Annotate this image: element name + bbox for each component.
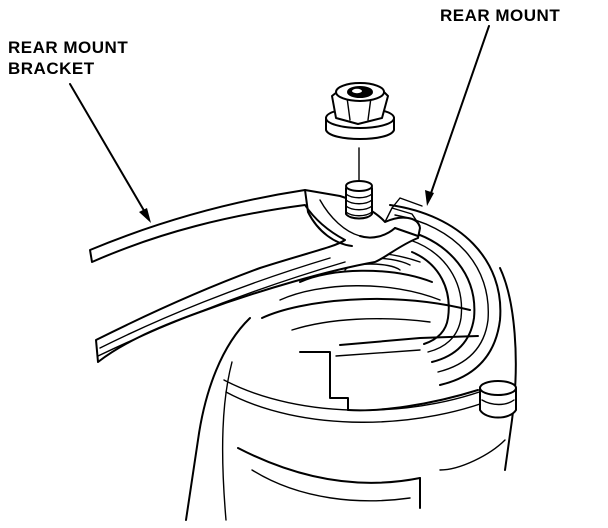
threaded-stud	[345, 147, 373, 220]
leader-rear-mount	[425, 25, 490, 206]
flange-nut	[325, 82, 395, 140]
rear-mount-label: REAR MOUNT	[440, 6, 561, 25]
mount-housing	[185, 267, 517, 521]
side-boss	[479, 380, 517, 419]
rear-mount-bracket-label-line2: BRACKET	[8, 59, 95, 78]
rear-mount-bracket-label: REAR MOUNT BRACKET	[8, 37, 128, 79]
rear-mount-bracket-shape	[89, 189, 423, 363]
rear-mount-bracket-label-line1: REAR MOUNT	[8, 38, 129, 57]
leader-rear-mount-bracket	[69, 83, 151, 223]
